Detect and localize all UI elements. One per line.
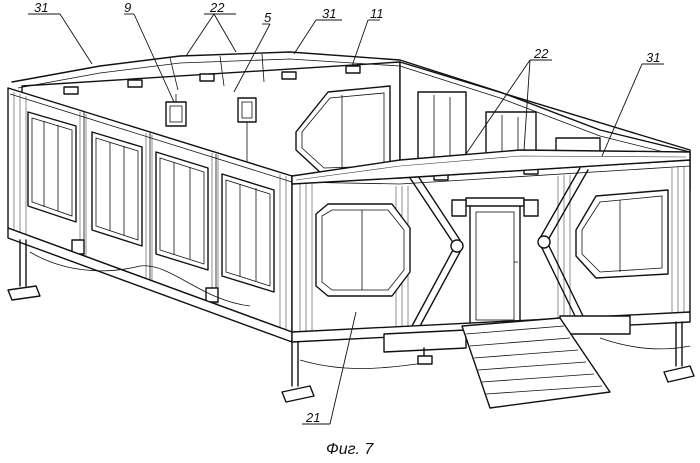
left-wall-window-1 [27, 111, 77, 223]
label-22-right: 22 [533, 46, 549, 61]
folding-struts [409, 167, 589, 327]
label-22-top: 22 [209, 0, 225, 15]
figure-caption: Фиг. 7 [326, 441, 374, 458]
front-window-right [575, 189, 669, 279]
label-31-left: 31 [34, 0, 48, 15]
front-roof-cornice [291, 149, 691, 185]
label-21: 21 [305, 410, 320, 425]
label-5: 5 [264, 10, 272, 25]
reference-labels: 31 9 22 5 31 11 22 31 21 [34, 0, 660, 425]
left-wall-window-4 [221, 173, 275, 293]
left-landing-step [383, 329, 467, 353]
support-jacks [7, 239, 695, 403]
front-door [465, 197, 525, 327]
left-wall-window-3 [155, 151, 209, 271]
staircase [461, 317, 611, 409]
rear-wall-window-octagonal [295, 85, 391, 175]
front-end-wall-corrugation [299, 167, 685, 334]
right-inner-window-a [417, 91, 467, 165]
right-landing [559, 315, 631, 335]
ceiling-lights-row [63, 65, 361, 95]
interior-fixture-9 [165, 94, 187, 127]
left-wall-window-2 [91, 131, 143, 247]
left-long-wall-corrugation [13, 92, 287, 330]
label-11: 11 [370, 6, 384, 21]
label-31-mid: 31 [322, 6, 336, 21]
label-31-right: 31 [646, 50, 660, 65]
leader-lines [28, 13, 664, 425]
front-window-left [315, 203, 411, 297]
label-9: 9 [124, 0, 131, 15]
rear-wall-panel-joints [169, 53, 265, 91]
